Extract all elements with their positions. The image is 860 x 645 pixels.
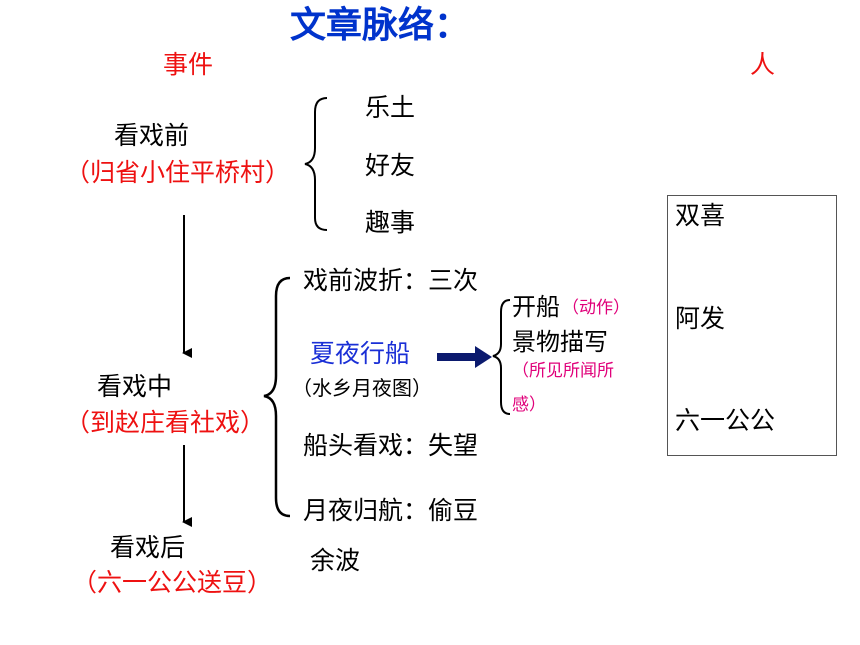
during-boat-sub: （水乡月夜图） [292,376,432,400]
during-watch: 船头看戏：失望 [303,431,479,460]
brace-boat [492,299,511,415]
boat-detail-scenery-note-2: 感） [512,395,546,415]
people-header: 人 [750,50,776,79]
boat-detail-kaichuan-note: （动作） [562,298,630,318]
before-item-2: 好友 [365,151,416,180]
boat-detail-scenery-note-1: （所见所闻所 [512,361,614,381]
after-extra: 余波 [310,546,361,575]
person-afa: 阿发 [675,304,726,333]
before-item-1: 乐土 [365,93,416,122]
diagram-title: 文章脉络： [290,5,471,46]
boat-detail-scenery: 景物描写 [512,328,608,356]
before-item-3: 趣事 [365,208,416,237]
during-return: 月夜归航：偷豆 [303,496,479,525]
brace-before [304,97,328,231]
during-twists: 戏前波折：三次 [303,266,479,295]
during-boat: 夏夜行船 [310,339,411,368]
arrow-boat-to-details [437,346,492,368]
after-sub: （六一公公送豆） [72,568,273,597]
person-shuangxi: 双喜 [675,201,726,230]
boat-detail-kaichuan: 开船 [512,293,560,321]
before-sub: （归省小住平桥村） [65,158,291,187]
during-label: 看戏中 [97,372,173,401]
events-header: 事件 [163,50,214,79]
brace-during [263,276,291,518]
before-label: 看戏前 [114,121,190,150]
person-liuyigonggong: 六一公公 [675,406,776,435]
after-label: 看戏后 [110,533,186,562]
during-sub: （到赵庄看社戏） [65,408,266,437]
people-box [667,195,837,456]
